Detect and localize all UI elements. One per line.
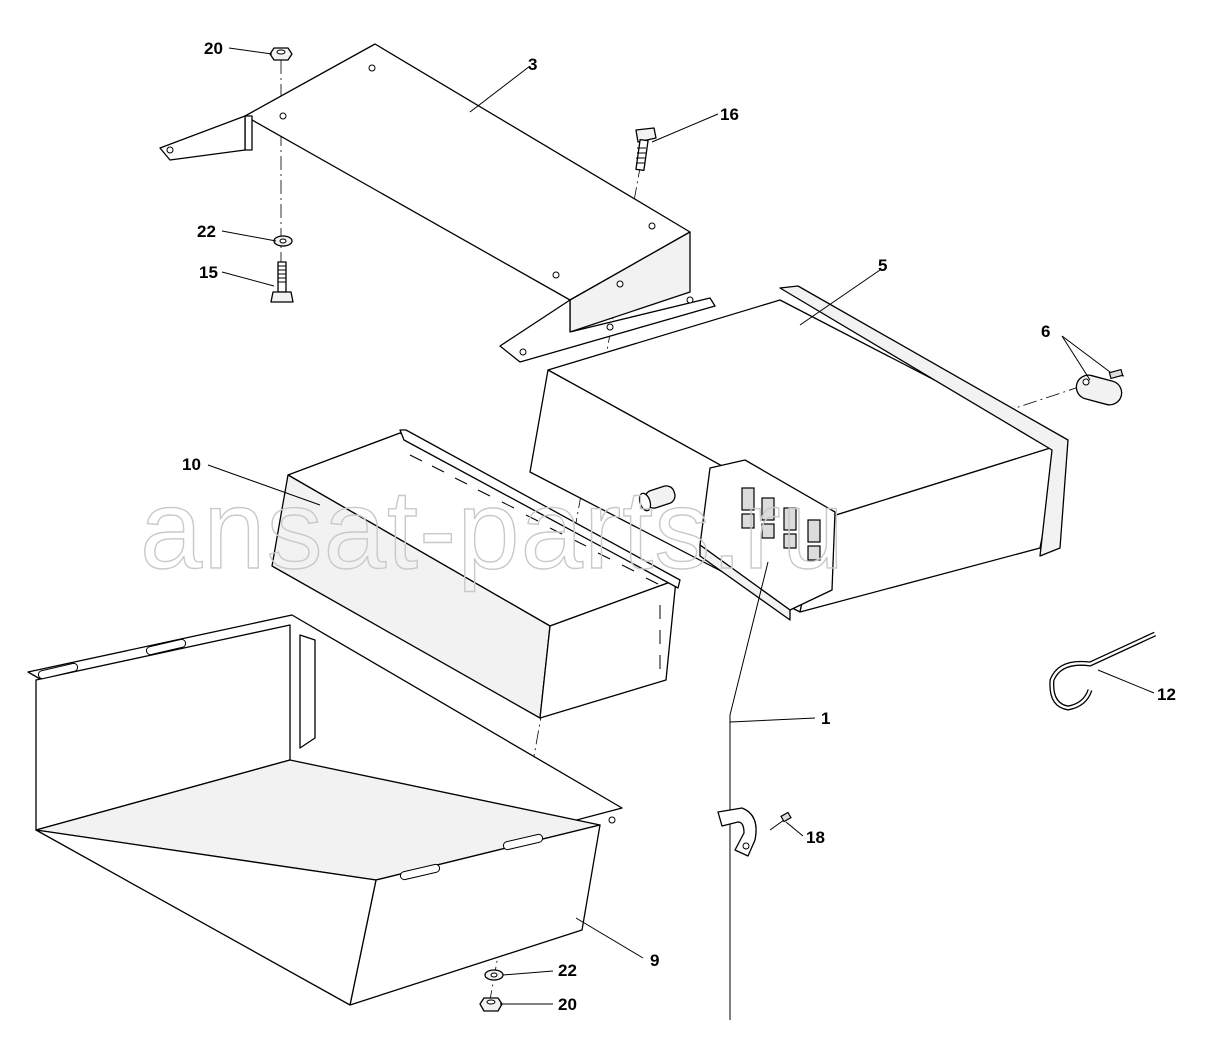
callout-20-bottom: 20 <box>558 995 577 1014</box>
part-20-nut-bottom <box>479 997 503 1012</box>
callout-5: 5 <box>878 256 887 275</box>
part-22-washer-top <box>273 235 293 247</box>
connector-terminals <box>741 487 821 561</box>
part-10-housing <box>271 429 681 719</box>
part-12-hook <box>1049 631 1157 711</box>
part-15-bolt <box>270 261 294 303</box>
centerline-cover <box>954 384 1086 429</box>
callout-16: 16 <box>720 105 739 124</box>
part-6-cover-and-screw <box>1075 368 1125 406</box>
callout-22-top: 22 <box>197 222 216 241</box>
watermark-text: ansat-parts.ru <box>140 467 845 592</box>
part-20-nut-top <box>269 47 293 61</box>
part-5-control-unit <box>529 285 1069 621</box>
callout-1: 1 <box>821 709 830 728</box>
callout-20-top: 20 <box>204 39 223 58</box>
part-18-clamp <box>717 807 792 857</box>
part-16-bolt <box>635 127 657 172</box>
callout-18: 18 <box>806 828 825 847</box>
grommet <box>638 485 676 512</box>
part-3-bracket <box>159 43 716 363</box>
callout-9: 9 <box>650 951 659 970</box>
part-1-cable <box>729 561 769 1020</box>
part-22-washer-bottom <box>484 969 504 981</box>
callout-12: 12 <box>1157 685 1176 704</box>
callout-10: 10 <box>182 455 201 474</box>
leader-lines <box>207 47 1155 1005</box>
callout-6: 6 <box>1041 322 1050 341</box>
callout-3: 3 <box>528 55 537 74</box>
callout-22-bottom: 22 <box>558 961 577 980</box>
part-9-tray <box>27 614 623 1006</box>
callout-15: 15 <box>199 263 218 282</box>
